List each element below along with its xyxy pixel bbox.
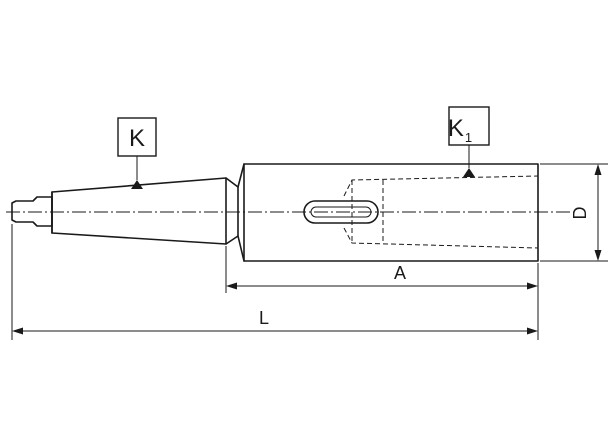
dimension-a-label: A — [394, 263, 406, 283]
socket-sleeve-body — [237, 163, 539, 262]
dimension-l-label: L — [259, 308, 269, 328]
dimension-a: A — [225, 246, 539, 340]
label-k: K — [117, 117, 157, 189]
label-k1: K1 — [448, 106, 490, 177]
drift-slot — [303, 200, 379, 224]
label-k1-text: K — [448, 115, 464, 142]
dimension-l: L — [11, 224, 538, 340]
dimension-d-label: D — [570, 207, 590, 220]
dimension-d: D — [540, 163, 608, 262]
svg-text:K1: K1 — [448, 115, 472, 145]
label-k1-subscript: 1 — [465, 130, 472, 145]
socket-internal-taper — [343, 175, 539, 249]
label-k-text: K — [129, 125, 145, 152]
shank-taper-body — [11, 177, 239, 245]
